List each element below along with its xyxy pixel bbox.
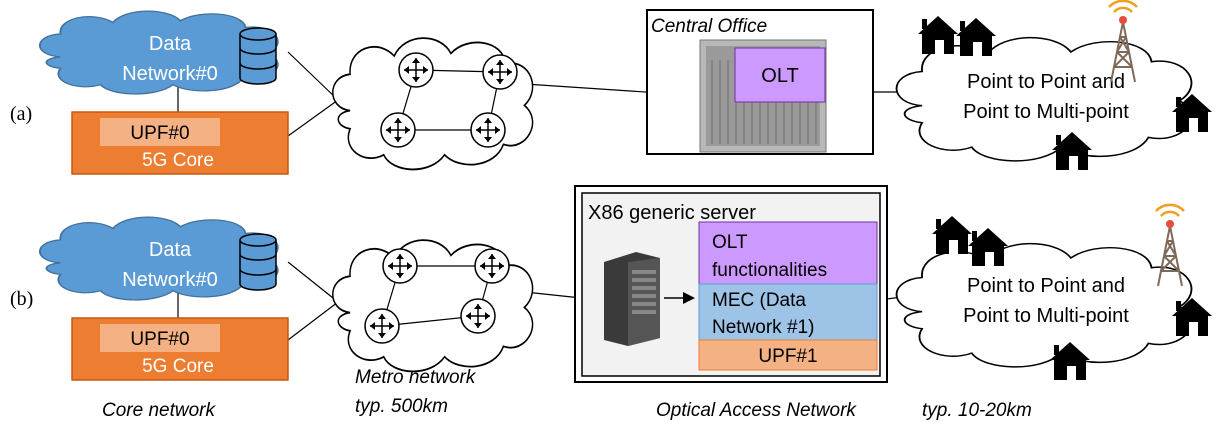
router-icon [364, 308, 400, 344]
database-icon [239, 27, 277, 85]
server-tower-image [604, 252, 660, 346]
link-core-metro-a [287, 99, 339, 137]
router-icon [382, 248, 418, 284]
access-label-a-2: Point to Multi-point [963, 101, 1129, 123]
olt-func-label-2: functionalities [712, 260, 827, 281]
router-icon [460, 298, 496, 334]
row-label-a: (a) [10, 103, 32, 125]
caption-optical-dist: typ. 10-20km [922, 400, 1032, 421]
row-label-b: (b) [10, 288, 33, 310]
access-cloud-a [895, 36, 1193, 162]
data-network-label-b-2: Network#0 [122, 269, 218, 291]
olt-box-a [734, 47, 826, 103]
upf-box-a [100, 118, 220, 146]
access-label-b-1: Point to Point and [967, 275, 1125, 297]
house-icon [968, 228, 1008, 266]
mec-box [698, 283, 878, 341]
house-icon [1172, 298, 1212, 336]
router-icon [398, 52, 434, 88]
router-icon [470, 112, 506, 148]
caption-metro-2: typ. 500km [355, 396, 448, 417]
mec-label-2: Network #1) [712, 317, 814, 338]
5g-core-label-b: 5G Core [142, 356, 214, 377]
router-icon [474, 248, 510, 284]
caption-core-network: Core network [102, 400, 216, 421]
server-title: X86 generic server [588, 202, 756, 224]
caption-metro-1: Metro network [355, 367, 477, 388]
link-core-metro-b [287, 301, 339, 341]
upf1-label: UPF#1 [758, 346, 817, 367]
upf-box-b [100, 324, 220, 352]
olt-functionalities-box [698, 221, 878, 285]
data-network-label-b-1: Data [149, 239, 192, 261]
house-icon [918, 16, 958, 54]
data-network-label-a-1: Data [149, 33, 192, 55]
upf-label-a: UPF#0 [130, 123, 189, 144]
access-label-b-2: Point to Multi-point [963, 305, 1129, 327]
upf1-box [698, 339, 878, 371]
olt-label-a: OLT [761, 65, 798, 87]
house-icon [956, 18, 996, 56]
router-icon [482, 54, 518, 90]
router-icon [380, 112, 416, 148]
link-dn-metro-b [287, 261, 339, 303]
mec-label-1: MEC (Data [712, 290, 806, 311]
5g-core-label-a: 5G Core [142, 150, 214, 171]
link-dn-metro-a [287, 51, 339, 101]
row-a: (a) Data Network#0 UPF#0 5G Core Central… [10, 0, 1212, 175]
access-label-a-1: Point to Point and [967, 71, 1125, 93]
house-icon [1172, 94, 1212, 132]
caption-optical: Optical Access Network [656, 400, 857, 421]
upf-label-b: UPF#0 [130, 329, 189, 350]
house-icon [932, 216, 972, 254]
row-b: (b) Data Network#0 UPF#0 5G Core X86 gen… [10, 185, 1212, 383]
olt-func-label-1: OLT [712, 232, 748, 253]
database-icon [239, 233, 277, 291]
central-office-label: Central Office [651, 16, 767, 37]
data-network-label-a-2: Network#0 [122, 63, 218, 85]
